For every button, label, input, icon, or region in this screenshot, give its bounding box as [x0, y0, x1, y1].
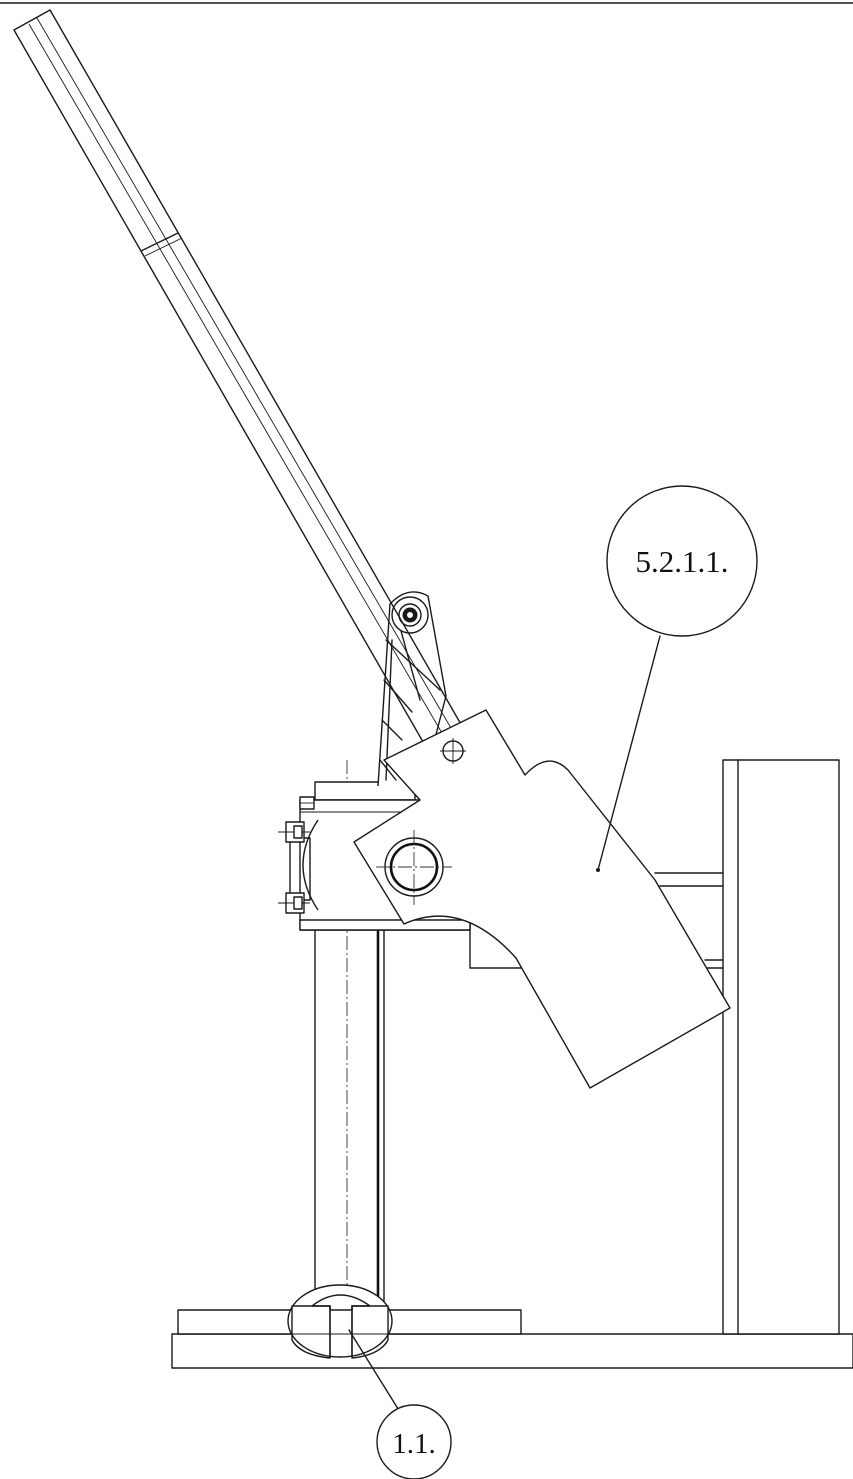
- shaft-bore-icon: [376, 830, 452, 905]
- vertical-shaft: [314, 760, 385, 1340]
- callout-label: 1.1.: [392, 1428, 436, 1460]
- leader-line: [597, 635, 661, 871]
- left-clamp: [278, 796, 319, 914]
- callout-label: 5.2.1.1.: [636, 544, 729, 579]
- bolt-icon: [299, 796, 315, 810]
- pin-icon: [440, 738, 466, 764]
- callout-bubble: [376, 1404, 452, 1479]
- right-frame-column: [722, 759, 840, 1335]
- callout-bubble: [606, 485, 758, 637]
- bolt-icon: [278, 821, 310, 843]
- callout-lever-assembly: 5.2.1.1.: [596, 485, 758, 872]
- clamp-arm: [353, 709, 731, 1089]
- leader-line: [348, 1329, 401, 1413]
- callout-base-joint: 1.1.: [348, 1329, 452, 1479]
- lever-bar: [13, 9, 463, 755]
- bolt-icon: [278, 892, 310, 914]
- base-joint-section: [287, 1284, 393, 1359]
- pulley-icon: [391, 596, 429, 634]
- leader-dot-icon: [596, 868, 600, 872]
